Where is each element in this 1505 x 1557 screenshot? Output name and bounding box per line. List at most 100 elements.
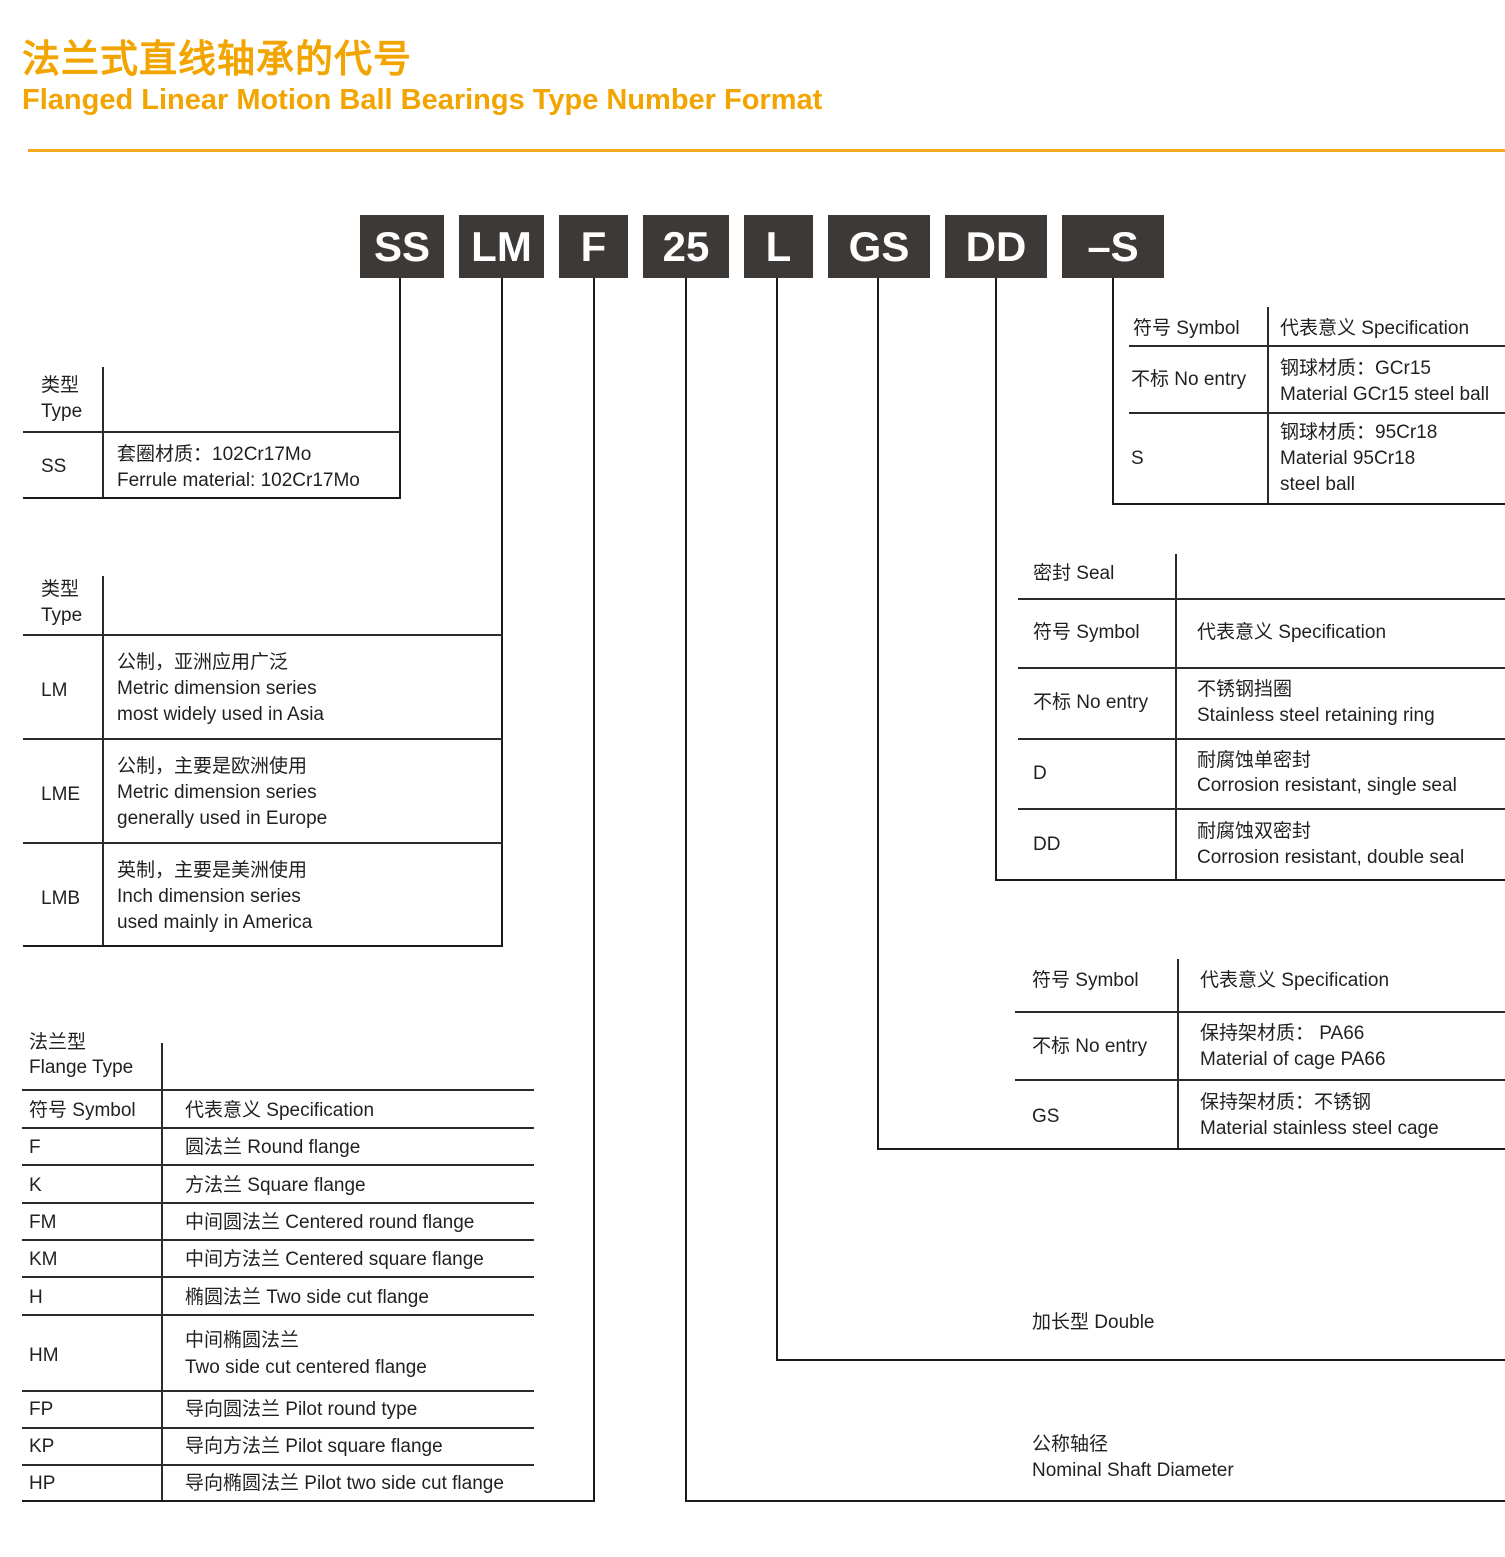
flange-row-divider — [22, 1390, 534, 1392]
flange-row-hp-spec: 导向椭圆法兰 Pilot two side cut flange — [185, 1473, 504, 1494]
seal-row-dd-symbol: DD — [1033, 834, 1061, 855]
ball-col-divider — [1267, 307, 1269, 504]
shaft-label-cn: 公称轴径 — [1032, 1434, 1109, 1455]
length-label: 加长型 Double — [1032, 1312, 1155, 1333]
flange-header-en: Flange Type — [29, 1057, 134, 1078]
flange-header-cn: 法兰型 — [29, 1032, 87, 1053]
cage-row-none-spec-cn: 保持架材质： PA66 — [1200, 1023, 1365, 1044]
flange-row-h-spec: 椭圆法兰 Two side cut flange — [185, 1287, 429, 1308]
ball-row-none-symbol: 不标 No entry — [1131, 369, 1247, 390]
flange-row-hm-spec: 中间椭圆法兰 — [185, 1330, 300, 1351]
cage-col-symbol: 符号 Symbol — [1032, 970, 1139, 991]
ss-bottom-border — [23, 497, 401, 499]
ball-row-none-spec-en: Material GCr15 steel ball — [1280, 384, 1490, 405]
page-title-en: Flanged Linear Motion Ball Bearings Type… — [22, 84, 823, 116]
flange-row-km-symbol: KM — [29, 1249, 58, 1270]
cage-col-spec: 代表意义 Specification — [1200, 970, 1390, 991]
ss-header-cn: 类型 — [41, 375, 80, 396]
flange-col-divider — [161, 1043, 163, 1501]
flange-row-km-spec: 中间方法兰 Centered square flange — [185, 1249, 484, 1270]
lm-row-divider — [23, 738, 503, 740]
code-box-diameter: 25 — [643, 215, 729, 278]
shaft-label-en: Nominal Shaft Diameter — [1032, 1460, 1234, 1481]
lmb-row-spec-cn: 英制，主要是美洲使用 — [117, 860, 308, 881]
ss-symbol: SS — [41, 456, 67, 477]
shaft-bottom-border — [685, 1500, 1505, 1502]
flange-row-divider — [22, 1427, 534, 1429]
code-box-ss: SS — [360, 215, 444, 278]
flange-row-divider — [22, 1089, 534, 1091]
flange-row-h-symbol: H — [29, 1287, 43, 1308]
code-box-cage: GS — [828, 215, 930, 278]
cage-row-gs-symbol: GS — [1032, 1106, 1060, 1127]
lmb-row-symbol: LMB — [41, 888, 81, 909]
connector-ball — [1112, 278, 1114, 505]
flange-row-divider — [22, 1164, 534, 1166]
lm-row-spec-en2: most widely used in Asia — [117, 704, 324, 725]
ss-row-divider — [23, 431, 401, 433]
lm-header-cn: 类型 — [41, 579, 80, 600]
code-box-ball: –S — [1062, 215, 1164, 278]
seal-row-none-spec-en: Stainless steel retaining ring — [1197, 705, 1435, 726]
seal-row-d-spec-en: Corrosion resistant, single seal — [1197, 775, 1457, 796]
code-box-length: L — [744, 215, 813, 278]
lmb-row-spec-en2: used mainly in America — [117, 912, 313, 933]
connector-lm — [501, 278, 503, 947]
lm-bottom-border — [23, 945, 503, 947]
connector-flange — [593, 278, 595, 1502]
seal-col-spec: 代表意义 Specification — [1197, 622, 1387, 643]
lme-row-symbol: LME — [41, 784, 81, 805]
code-box-seal: DD — [945, 215, 1047, 278]
connector-seal — [995, 278, 997, 881]
flange-row-hm-spec2: Two side cut centered flange — [185, 1357, 427, 1378]
lm-row-spec-en1: Metric dimension series — [117, 678, 317, 699]
cage-row-none-symbol: 不标 No entry — [1032, 1036, 1148, 1057]
cage-col-divider — [1177, 959, 1179, 1149]
lme-row-spec-cn: 公制，主要是欧洲使用 — [117, 756, 308, 777]
seal-row-d-symbol: D — [1033, 763, 1047, 784]
lm-row-symbol: LM — [41, 680, 68, 701]
cage-row-gs-spec-en: Material stainless steel cage — [1200, 1118, 1439, 1139]
ball-row-s-symbol: S — [1131, 448, 1144, 469]
flange-row-k-symbol: K — [29, 1175, 42, 1196]
seal-row-divider — [1018, 667, 1505, 669]
code-box-flange: F — [559, 215, 628, 278]
flange-row-fm-symbol: FM — [29, 1212, 57, 1233]
seal-header: 密封 Seal — [1033, 563, 1115, 584]
flange-row-fm-spec: 中间圆法兰 Centered round flange — [185, 1212, 475, 1233]
flange-row-hm-symbol: HM — [29, 1345, 59, 1366]
lme-row-spec-en1: Metric dimension series — [117, 782, 317, 803]
connector-ss — [399, 278, 401, 498]
flange-row-hp-symbol: HP — [29, 1473, 56, 1494]
flange-row-divider — [22, 1464, 534, 1466]
flange-row-f-spec: 圆法兰 Round flange — [185, 1137, 361, 1158]
seal-row-divider — [1018, 598, 1505, 600]
header-divider — [28, 149, 1505, 152]
lm-row-spec-cn: 公制，亚洲应用广泛 — [117, 652, 289, 673]
ss-header-en: Type — [41, 401, 83, 422]
ball-col-symbol: 符号 Symbol — [1133, 318, 1240, 339]
page-title-cn: 法兰式直线轴承的代号 — [22, 37, 413, 81]
seal-row-divider — [1018, 738, 1505, 740]
flange-bottom-border — [22, 1500, 595, 1502]
lm-row-divider — [23, 842, 503, 844]
ball-row-s-spec-cn: 钢球材质：95Cr18 — [1280, 422, 1438, 443]
flange-row-f-symbol: F — [29, 1137, 41, 1158]
lm-col-divider — [102, 576, 104, 946]
seal-row-d-spec-cn: 耐腐蚀单密封 — [1197, 750, 1312, 771]
flange-row-k-spec: 方法兰 Square flange — [185, 1175, 366, 1196]
cage-row-gs-spec-cn: 保持架材质：不锈钢 — [1200, 1092, 1372, 1113]
flange-row-divider — [22, 1314, 534, 1316]
length-bottom-border — [776, 1359, 1505, 1361]
code-box-lm: LM — [459, 215, 544, 278]
seal-col-divider — [1175, 554, 1177, 880]
flange-row-fp-symbol: FP — [29, 1399, 54, 1420]
lme-row-spec-en2: generally used in Europe — [117, 808, 328, 829]
cage-row-divider — [1015, 1011, 1505, 1013]
flange-row-divider — [22, 1202, 534, 1204]
flange-row-kp-symbol: KP — [29, 1436, 55, 1457]
ball-col-spec: 代表意义 Specification — [1280, 318, 1470, 339]
cage-row-divider — [1015, 1079, 1505, 1081]
lm-header-en: Type — [41, 605, 83, 626]
ball-row-divider — [1129, 345, 1505, 347]
